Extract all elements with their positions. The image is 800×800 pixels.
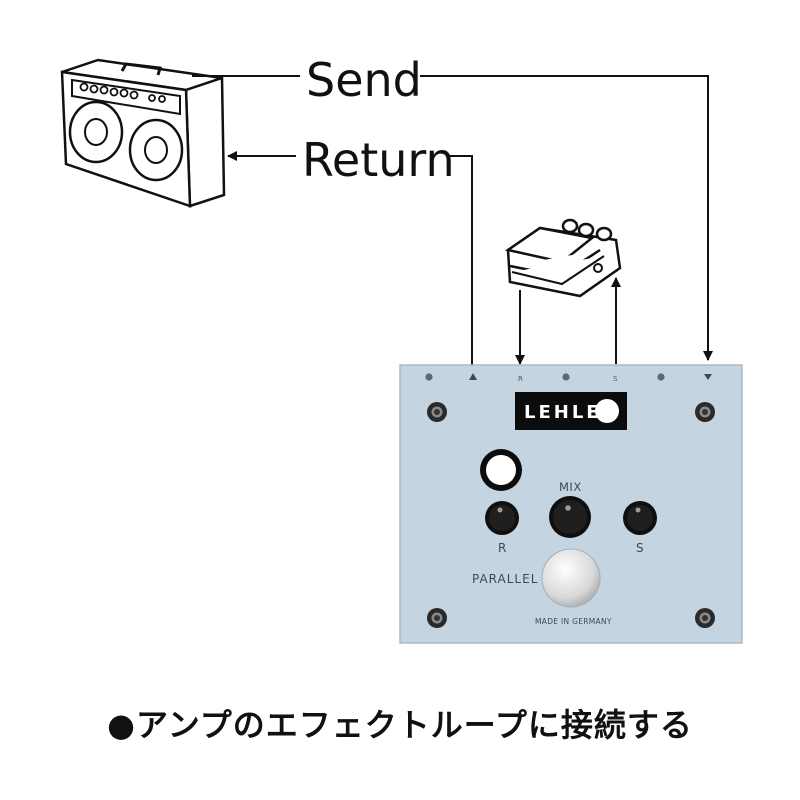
screw-icon — [695, 402, 715, 422]
amp-knob-icons — [79, 82, 166, 103]
return-label: Return — [302, 133, 455, 187]
mix-knob-label: MIX — [559, 480, 582, 494]
status-led — [480, 449, 522, 491]
mode-label: PARALLEL — [472, 572, 538, 586]
effect-loop-cables — [515, 277, 621, 365]
screw-icon — [427, 402, 447, 422]
jack-r-label: R — [518, 375, 523, 383]
power-jack-icon — [425, 373, 433, 381]
screw-icon — [695, 608, 715, 628]
r-knob-label: R — [498, 541, 506, 555]
s-knob-label: S — [636, 541, 644, 555]
amp-handle — [120, 62, 162, 76]
logo-led-icon — [595, 399, 619, 423]
s-knob[interactable] — [623, 501, 657, 535]
lehle-logo-text: LEHLE — [524, 402, 602, 423]
lehle-logo: LEHLE — [515, 392, 627, 430]
amp-control-panel — [71, 78, 181, 116]
aux-jack-icon — [657, 373, 665, 381]
footswitch[interactable] — [541, 548, 601, 608]
screw-icon — [427, 608, 447, 628]
made-in-label: MADE IN GERMANY — [535, 617, 612, 626]
return-jack-icon — [469, 373, 477, 380]
pedal-jack-icon — [562, 373, 570, 381]
amp-side — [184, 76, 226, 208]
mix-knob[interactable] — [549, 496, 591, 538]
return-cable — [227, 151, 473, 365]
send-cable — [192, 75, 713, 361]
corner-screws — [427, 402, 715, 628]
jack-indicators: R S — [425, 373, 712, 383]
send-label: Send — [306, 53, 422, 107]
jack-s-label: S — [613, 375, 618, 383]
lehle-pedal: R S — [399, 364, 743, 644]
send-jack-icon — [704, 374, 712, 380]
caption: ●アンプのエフェクトループに接続する — [107, 706, 693, 744]
r-knob[interactable] — [485, 501, 519, 535]
amplifier — [60, 58, 226, 208]
effect-pedal — [504, 218, 622, 298]
